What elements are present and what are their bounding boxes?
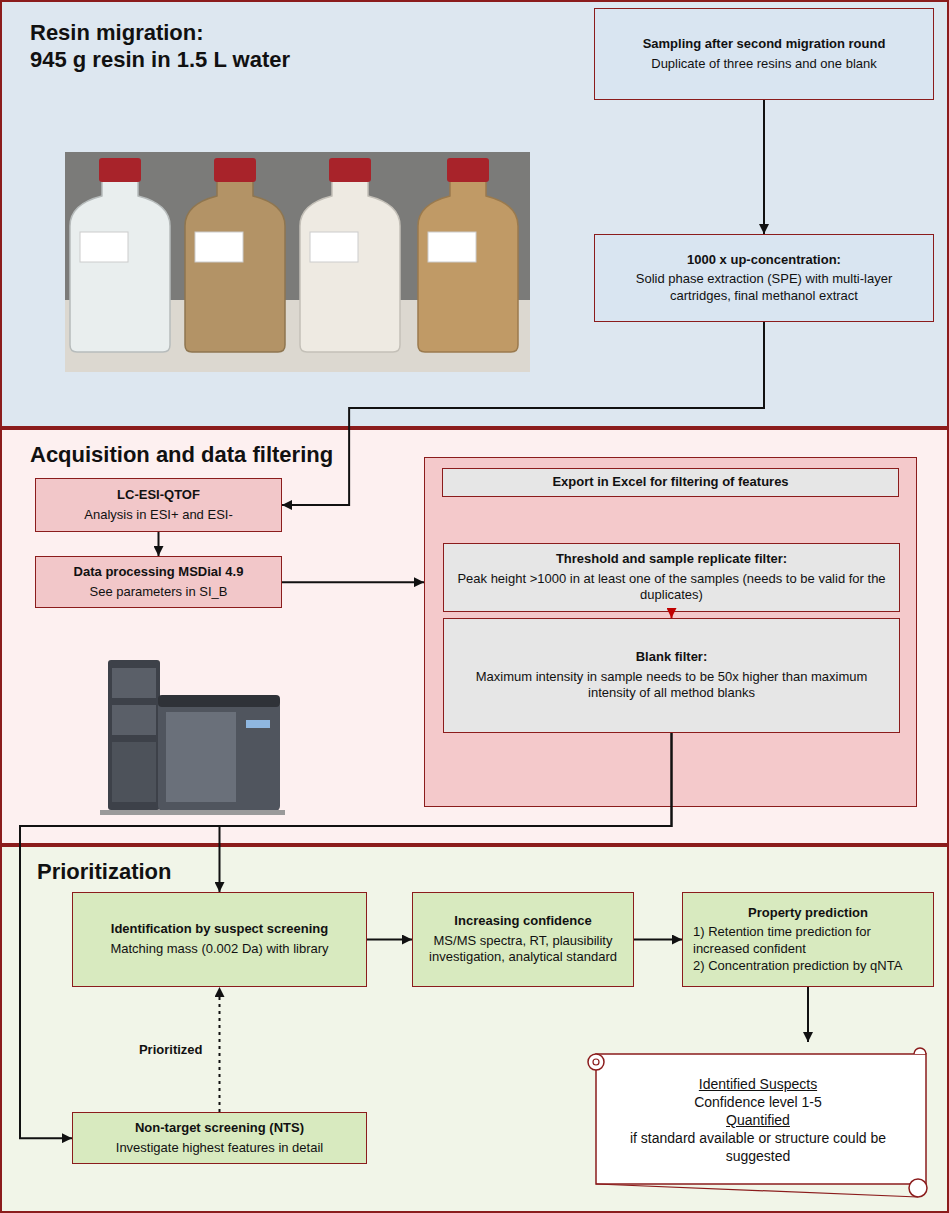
result-scroll: Identified SuspectsConfidence level 1-5Q… (582, 1042, 934, 1204)
result-text: Confidence level 1-5 (618, 1093, 898, 1111)
scroll-curl (593, 1059, 599, 1065)
scroll-curl (909, 1179, 927, 1197)
scroll-body (596, 1054, 926, 1184)
box-title: Non-target screening (NTS) (83, 1120, 356, 1137)
lc-module (112, 742, 156, 802)
box-list-item: 1) Retention time prediction for increas… (693, 924, 923, 957)
bottle-cap (99, 158, 141, 182)
flow-arrow (282, 322, 764, 505)
process-box: Identification by suspect screeningMatch… (72, 892, 367, 987)
edge-label-holder: Prioritized (136, 1041, 206, 1058)
result-text: if standard available or structure could… (618, 1129, 898, 1165)
bottle-label (195, 232, 243, 262)
process-box: Blank filter: Maximum intensity in sample… (443, 618, 900, 733)
box-list-item: 2) Concentration prediction by qNTA (693, 958, 923, 975)
process-box: Sampling after second migration roundDup… (594, 8, 934, 100)
flow-arrow (763, 100, 765, 234)
flow-arrow (807, 987, 809, 1042)
flow-arrow (634, 939, 682, 941)
bottle-clear (70, 180, 170, 352)
bottle-label (310, 232, 358, 262)
scroll-curl (588, 1054, 604, 1070)
box-body: Matching mass (0.002 Da) with library (83, 941, 356, 958)
process-box: 1000 x up-concentration: Solid phase extr… (594, 234, 934, 322)
process-box: Data processing MSDial 4.9See parameters… (35, 556, 282, 608)
box-body: Solid phase extraction (SPE) with multi-… (605, 271, 923, 304)
box-title: LC-ESI-QTOF (46, 487, 271, 504)
lc-stack (108, 660, 160, 810)
band-panel: PrioritizationIdentification by suspect … (0, 845, 949, 1213)
process-box: LC-ESI-QTOF Analysis in ESI+ and ESI- (35, 478, 282, 532)
band-heading: 945 g resin in 1.5 L water (30, 47, 290, 74)
photo-wall (65, 152, 530, 372)
box-title: Property prediction (693, 905, 923, 922)
ms-unit (158, 700, 280, 812)
ms-top (158, 695, 280, 707)
band-heading: Prioritization (37, 859, 171, 886)
bottle-photo (65, 152, 530, 372)
result-heading: Quantified (618, 1111, 898, 1129)
band-panel: Resin migration:945 g resin in 1.5 L wat… (0, 0, 949, 428)
band-panel: Acquisition and data filteringLC-ESI-QTO… (0, 428, 949, 845)
ms-front (166, 712, 236, 802)
box-body: Maximum intensity in sample needs to be … (454, 669, 889, 702)
flow-arrow (282, 581, 424, 583)
band-heading: Acquisition and data filtering (30, 442, 333, 469)
lc-module (112, 705, 156, 735)
lc-module (112, 668, 156, 698)
box-title: Sampling after second migration round (605, 36, 923, 53)
bottle-milky (300, 180, 400, 352)
bottle-label (428, 232, 476, 262)
bench-shadow (100, 810, 285, 815)
box-title: Increasing confidence (423, 913, 623, 930)
edge-label: Prioritized (136, 1041, 206, 1058)
box-body: Peak height >1000 in at least one of the… (454, 571, 889, 604)
process-box: Property prediction 1) Retention time pre… (682, 892, 934, 987)
instrument-picture (100, 660, 285, 815)
bottle-brown (418, 180, 518, 352)
box-title: Threshold and sample replicate filter: (454, 551, 889, 568)
bottle-label (80, 232, 128, 262)
process-box: Non-target screening (NTS) Investigate hi… (72, 1112, 367, 1164)
bottle-cap (329, 158, 371, 182)
flow-arrow (158, 532, 160, 556)
box-body: MS/MS spectra, RT, plausibility investig… (423, 933, 623, 966)
flow-arrow (20, 733, 672, 1138)
box-body: Analysis in ESI+ and ESI- (46, 507, 271, 524)
bottle-cap (214, 158, 256, 182)
ms-light (246, 720, 270, 728)
flow-arrow (220, 733, 672, 892)
box-body: Duplicate of three resins and one blank (605, 56, 923, 73)
filter-group-box: Export in Excel for filtering of feature… (424, 457, 917, 807)
photo-table (65, 300, 530, 372)
result-heading: Identified Suspects (618, 1075, 898, 1093)
flow-arrow (367, 939, 412, 941)
bottle-amber (185, 180, 285, 352)
process-box: Increasing confidenceMS/MS spectra, RT, … (412, 892, 634, 987)
flow-arrow (671, 612, 673, 618)
box-title: 1000 x up-concentration: (605, 252, 923, 269)
process-box: Threshold and sample replicate filter: Pe… (443, 543, 900, 612)
dotted-arrow (219, 987, 221, 1112)
scroll-edge (596, 1184, 918, 1197)
bottle-cap (447, 158, 489, 182)
group-heading: Export in Excel for filtering of feature… (442, 468, 899, 497)
scroll-curl (914, 1048, 926, 1054)
box-title: Identification by suspect screening (83, 921, 356, 938)
box-title: Blank filter: (454, 649, 889, 666)
box-body: See parameters in SI_B (46, 584, 271, 601)
connectors (20, 100, 808, 1138)
box-title: Data processing MSDial 4.9 (46, 564, 271, 581)
box-body: Investigate highest features in detail (83, 1140, 356, 1157)
band-heading: Resin migration: (30, 20, 204, 47)
